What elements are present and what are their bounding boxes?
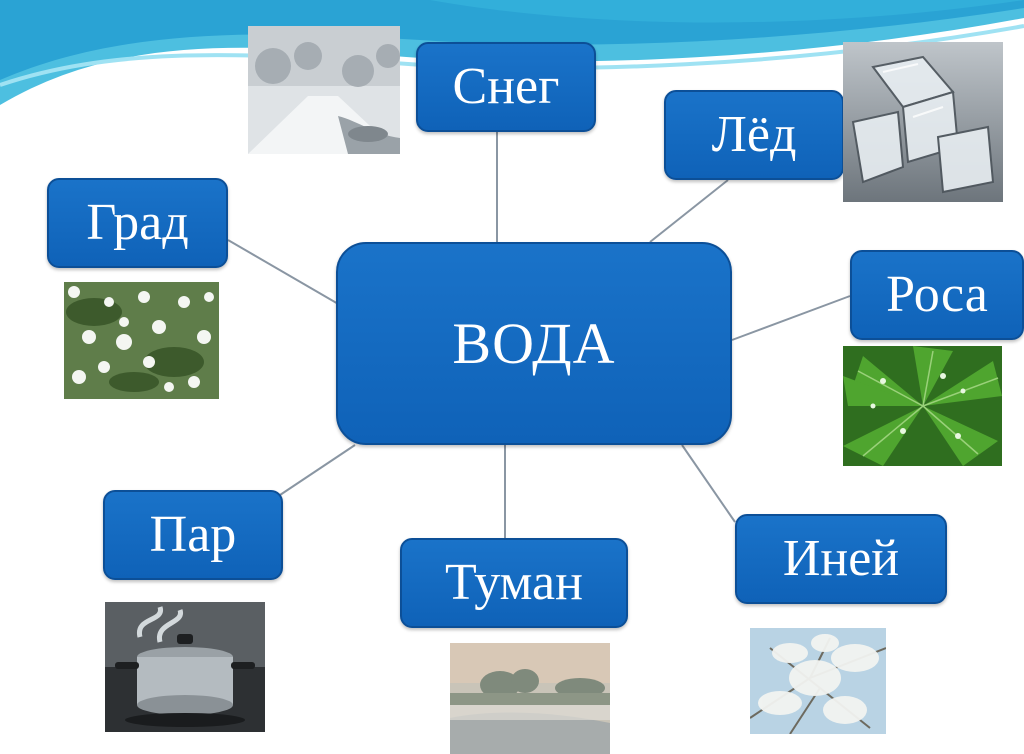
link-iney <box>681 444 736 523</box>
foggy-river-image <box>450 643 610 754</box>
node-grad-label: Град <box>86 194 189 251</box>
dew-leaf-image <box>843 346 1002 466</box>
node-par: Пар <box>103 490 283 580</box>
center-node-voda: ВОДА <box>336 242 732 445</box>
ice-cubes-image <box>843 42 1003 202</box>
node-sneg: Снег <box>416 42 596 132</box>
frost-branches-image <box>750 628 886 734</box>
link-led <box>649 179 729 243</box>
node-tuman: Туман <box>400 538 628 628</box>
node-rosa: Роса <box>850 250 1024 340</box>
steaming-pot-image <box>105 602 265 732</box>
link-grad <box>227 239 341 306</box>
node-led-label: Лёд <box>711 106 797 163</box>
center-label: ВОДА <box>452 310 616 376</box>
node-rosa-label: Роса <box>886 266 988 323</box>
node-sneg-label: Снег <box>452 58 560 115</box>
node-tuman-label: Туман <box>445 554 583 611</box>
node-iney: Иней <box>735 514 947 604</box>
node-grad: Град <box>47 178 228 268</box>
node-iney-label: Иней <box>782 530 900 587</box>
snowy-road-image <box>248 26 400 154</box>
node-par-label: Пар <box>149 506 237 563</box>
link-rosa <box>731 295 851 341</box>
link-par <box>279 444 356 496</box>
node-led: Лёд <box>664 90 844 180</box>
hail-image <box>64 282 219 399</box>
